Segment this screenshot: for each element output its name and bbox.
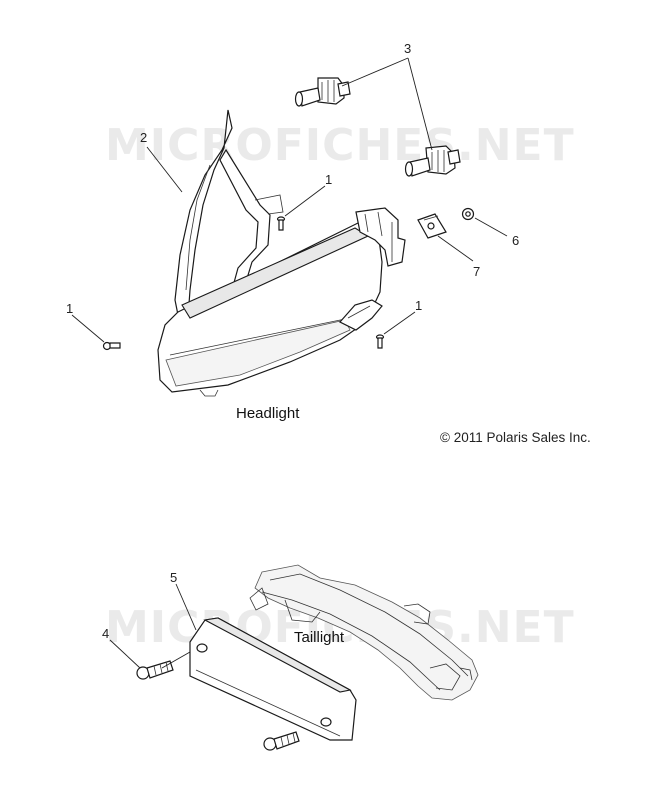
bulb-upper (294, 77, 351, 107)
callout-6: 6 (512, 233, 519, 248)
headlight-caption: Headlight (236, 405, 300, 422)
taillight-screw-lower (263, 731, 300, 751)
screw-right (375, 334, 385, 349)
callout-4: 4 (102, 626, 109, 641)
rear-frame-bracket (249, 564, 479, 701)
callout-2: 2 (140, 130, 147, 145)
screw-middle (276, 216, 286, 231)
bulb-lower (404, 145, 461, 177)
callout-1-right: 1 (415, 298, 422, 313)
callout-7: 7 (473, 264, 480, 279)
taillight-screw-upper (136, 660, 174, 680)
headlight-housing (157, 109, 406, 397)
callout-3: 3 (404, 41, 411, 56)
clip-nut (417, 213, 447, 239)
screw-left (102, 341, 121, 351)
callout-5: 5 (170, 570, 177, 585)
watermark-top: MICROFICHES.NET (105, 120, 575, 171)
callout-1-left: 1 (66, 301, 73, 316)
taillight-caption: Taillight (294, 629, 345, 646)
copyright-text: © 2011 Polaris Sales Inc. (440, 430, 591, 445)
nut (461, 207, 475, 221)
callout-1-middle: 1 (325, 172, 332, 187)
taillight-lens (189, 617, 357, 741)
